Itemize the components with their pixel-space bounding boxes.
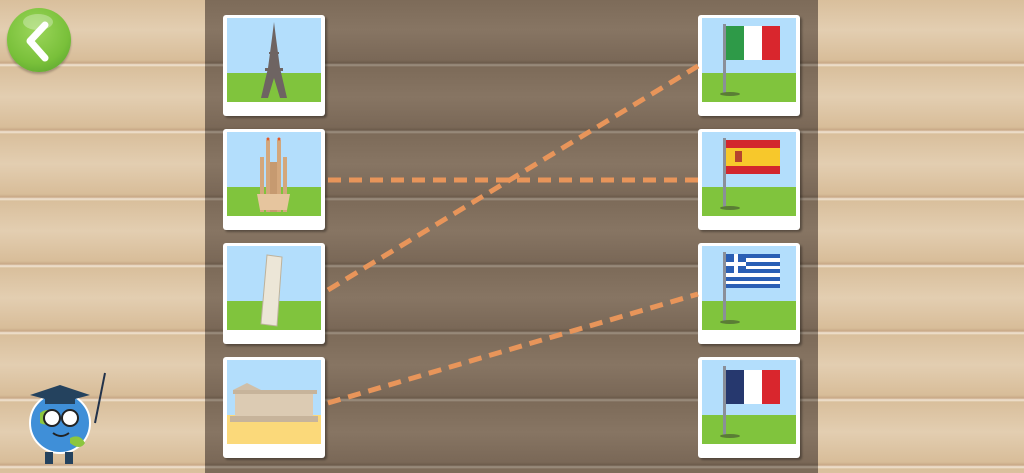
landmark-card-pisa-tower[interactable] [223, 243, 325, 344]
parthenon-icon [227, 360, 321, 444]
chevron-left-icon [26, 21, 49, 62]
flag-card-france[interactable] [698, 357, 800, 458]
greece-flag-icon [702, 246, 796, 330]
flag-card-italy[interactable] [698, 15, 800, 116]
flag-card-greece[interactable] [698, 243, 800, 344]
france-flag-icon [702, 360, 796, 444]
spain-flag-icon [702, 132, 796, 216]
pisa-tower-icon [227, 246, 321, 330]
sagrada-familia-icon [227, 132, 321, 216]
globe-teacher-mascot [29, 372, 106, 464]
back-button[interactable] [7, 8, 71, 72]
landmark-card-parthenon[interactable] [223, 357, 325, 458]
landmark-card-eiffel-tower[interactable] [223, 15, 325, 116]
italy-flag-icon [702, 18, 796, 102]
eiffel-tower-icon [227, 18, 321, 102]
landmark-card-sagrada-familia[interactable] [223, 129, 325, 230]
flag-card-spain[interactable] [698, 129, 800, 230]
